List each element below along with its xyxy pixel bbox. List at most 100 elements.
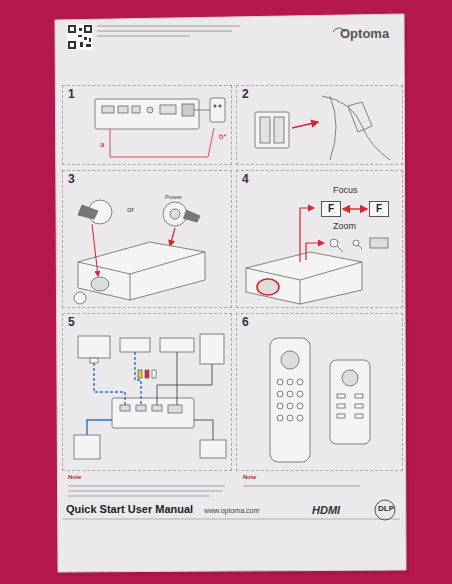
footer-rule <box>62 519 400 520</box>
step-number: 1 <box>68 88 75 101</box>
focus-box: F <box>369 201 389 217</box>
lens-cap-and-power-drawing <box>74 292 86 304</box>
qr-code <box>68 25 76 33</box>
remote-drawing <box>355 414 363 418</box>
rear-panel-drawing <box>102 106 114 113</box>
remote-drawing <box>297 403 303 409</box>
connection-drawing <box>168 405 182 413</box>
remote-drawing <box>297 391 303 397</box>
battery-drawing <box>322 96 390 160</box>
focus-letter: F <box>328 204 334 214</box>
step-number: 5 <box>68 316 75 329</box>
note-fine-print <box>68 491 222 492</box>
rear-panel-drawing <box>160 105 176 114</box>
connection-drawing <box>90 358 98 363</box>
remote-drawing <box>287 391 293 397</box>
connection-drawing <box>120 338 150 352</box>
focus-zoom-drawing <box>370 238 388 248</box>
rear-panel-drawing <box>95 99 199 129</box>
remote-drawing <box>270 338 370 462</box>
note-heading: Note <box>243 474 256 481</box>
dlp-logo: DLP <box>378 505 394 514</box>
connection-drawing <box>138 370 142 378</box>
rear-panel-drawing <box>219 105 221 107</box>
fine-print <box>97 26 240 36</box>
remote-drawing <box>287 379 293 385</box>
remote-drawing <box>297 379 303 385</box>
focus-letter: F <box>376 204 382 214</box>
remote-drawing <box>297 415 303 421</box>
remote-drawing <box>277 379 283 385</box>
qr-code <box>70 27 74 31</box>
qr-code <box>84 25 92 33</box>
connection-drawing <box>94 363 125 405</box>
qr-code <box>67 24 93 50</box>
lens-cap-and-power-drawing <box>170 228 175 246</box>
qr-code <box>84 37 87 40</box>
lens-cap-and-power-drawing <box>78 205 98 219</box>
qr-code <box>70 43 74 47</box>
cable-letter: a <box>100 141 104 150</box>
note-heading: Note <box>68 474 81 481</box>
focus-box: F <box>321 201 341 217</box>
rear-panel-drawing <box>147 107 153 113</box>
focus-zoom-drawing <box>358 245 362 249</box>
focus-zoom-drawing <box>300 208 314 262</box>
connection-drawing <box>87 420 112 435</box>
connection-drawing <box>74 435 100 459</box>
remote-drawing <box>277 415 283 421</box>
connection-drawing <box>152 405 162 411</box>
qr-code <box>68 41 76 49</box>
note-fine-print <box>68 496 210 497</box>
remote-drawing <box>281 351 299 369</box>
brand-logo: Optoma <box>340 27 389 41</box>
connection-drawing <box>145 370 149 378</box>
connection-drawing <box>157 364 212 405</box>
footer-rule <box>375 500 395 520</box>
lens-cap-and-power-drawing <box>170 209 180 219</box>
battery-drawing <box>260 117 270 143</box>
step-number: 6 <box>242 316 249 329</box>
qr-code <box>80 42 83 47</box>
qr-code <box>79 28 82 31</box>
connection-drawing <box>200 334 224 364</box>
lens-cap-and-power-drawing <box>91 277 109 291</box>
rear-panel-drawing <box>132 106 140 113</box>
qr-code <box>89 38 91 42</box>
paper-sheet <box>55 14 406 572</box>
connection-drawing <box>200 440 226 458</box>
step-number: 3 <box>68 173 75 186</box>
connection-drawing <box>135 352 141 405</box>
battery-drawing <box>255 112 289 148</box>
remote-drawing <box>277 403 283 409</box>
rear-panel-drawing <box>110 128 214 157</box>
remote-drawing <box>342 370 358 386</box>
remote-drawing <box>337 404 345 408</box>
rear-panel-drawing <box>182 104 194 116</box>
rear-panel-drawing <box>194 110 212 111</box>
step-panel: 4FF <box>236 170 403 308</box>
focus-zoom-drawing <box>330 239 338 247</box>
step-number: 2 <box>242 88 249 101</box>
connection-drawing <box>194 420 213 440</box>
lens-cap-and-power-drawing <box>78 252 205 300</box>
qr-code <box>86 44 91 47</box>
rear-panel-drawing <box>210 98 225 122</box>
remote-drawing <box>287 415 293 421</box>
connection-drawing <box>160 338 194 352</box>
footer-rule <box>62 500 400 520</box>
manual-title: Quick Start User Manual <box>66 503 193 515</box>
battery-drawing <box>274 117 284 143</box>
remote-drawing <box>337 414 345 418</box>
paper-sheet <box>55 14 409 576</box>
lens-cap-and-power-drawing <box>74 200 205 304</box>
note-fine-print <box>68 486 225 487</box>
connection-drawing <box>136 405 146 411</box>
rear-panel-drawing <box>95 98 225 157</box>
remote-drawing <box>337 394 345 398</box>
connection-drawing <box>74 334 226 459</box>
connection-drawing <box>177 352 178 405</box>
remote-drawing <box>277 391 283 397</box>
remote-drawing <box>270 338 310 462</box>
